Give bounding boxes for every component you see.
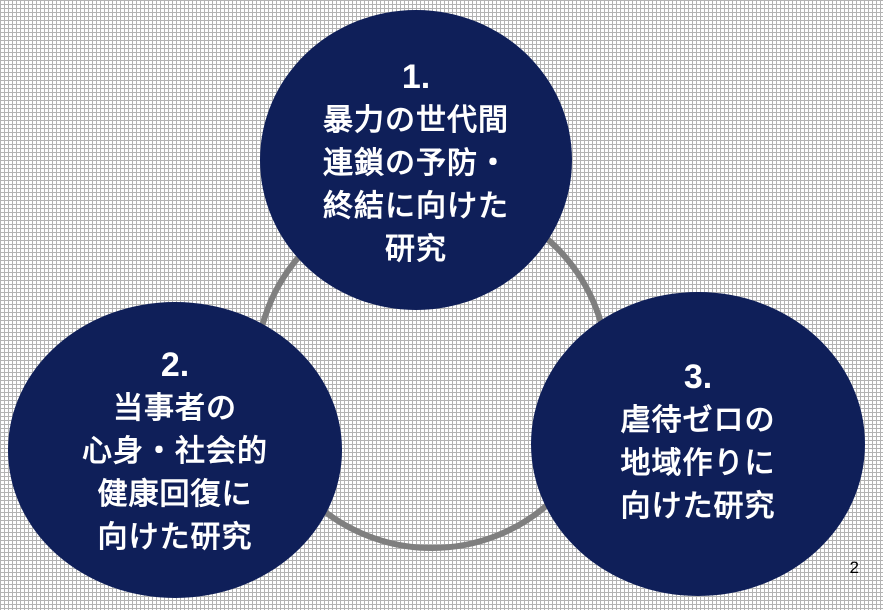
- node-2-line-3: 健康回復に: [97, 477, 253, 512]
- node-1-line-4: 研究: [385, 232, 447, 267]
- node-3-line-1: 虐待ゼロの: [620, 402, 776, 438]
- node-1-circle: 1. 暴力の世代間 連鎖の予防・ 終結に向けた 研究: [260, 10, 572, 310]
- node-2-circle: 2. 当事者の 心身・社会的 健康回復に 向けた研究: [8, 302, 342, 598]
- node-2-line-1: 当事者の: [113, 391, 237, 426]
- node-2-line-4: 向けた研究: [97, 520, 253, 555]
- node-1-line-2: 連鎖の予防・: [323, 146, 509, 181]
- node-1-number: 1.: [401, 58, 431, 96]
- node-2-number: 2.: [160, 346, 190, 384]
- node-1-line-1: 暴力の世代間: [323, 103, 509, 138]
- node-3-text: 3. 虐待ゼロの 地域作りに 向けた研究: [621, 355, 776, 528]
- page-number: 2: [849, 558, 859, 577]
- node-1-line-3: 終結に向けた: [323, 189, 509, 224]
- node-3-circle: 3. 虐待ゼロの 地域作りに 向けた研究: [531, 292, 865, 596]
- node-3-line-2: 地域作りに: [620, 445, 776, 481]
- node-2-text: 2. 当事者の 心身・社会的 健康回復に 向けた研究: [82, 343, 268, 559]
- node-2-line-2: 心身・社会的: [82, 434, 268, 469]
- node-3-number: 3.: [683, 357, 713, 396]
- node-3-line-3: 向けた研究: [620, 488, 776, 524]
- node-1-text: 1. 暴力の世代間 連鎖の予防・ 終結に向けた 研究: [323, 55, 509, 271]
